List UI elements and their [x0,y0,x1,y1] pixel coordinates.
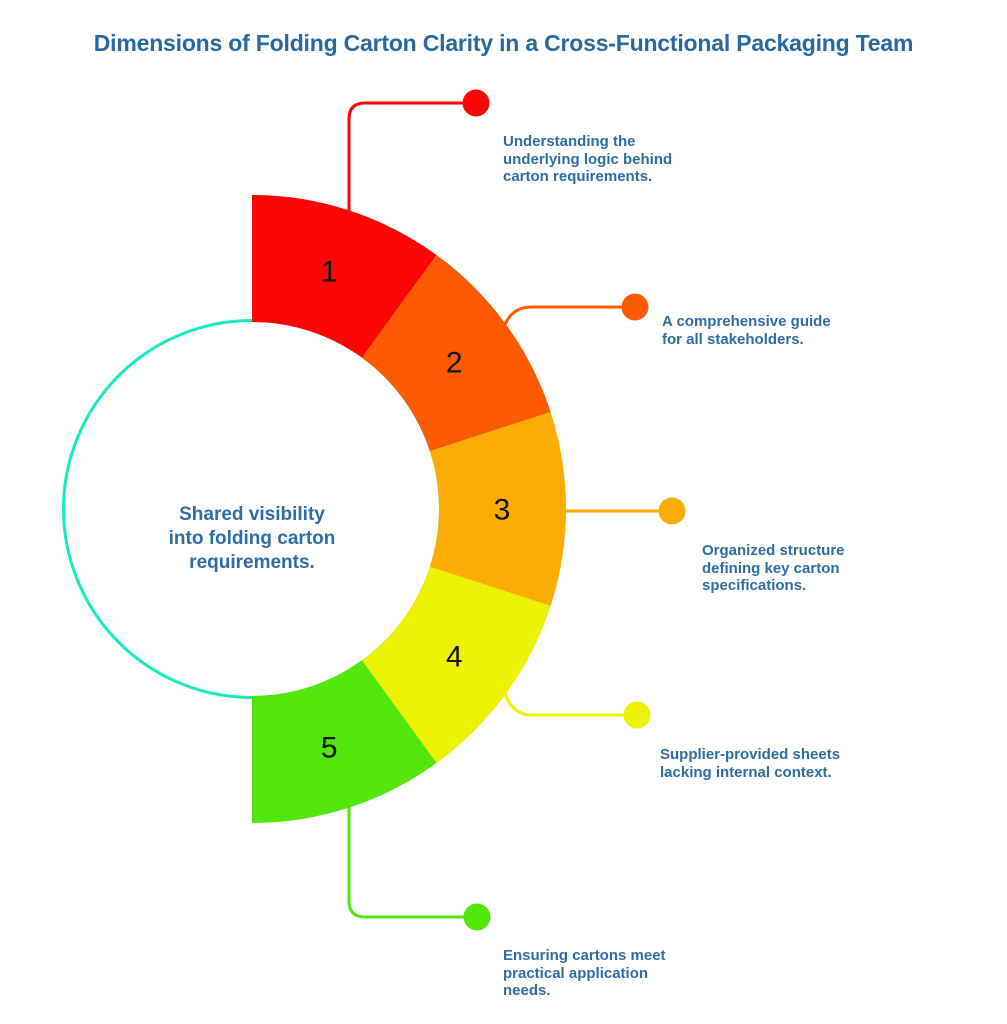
connector-dot-2 [621,293,649,321]
page-title: Dimensions of Folding Carton Clarity in … [93,30,914,56]
connector-dot-3 [658,497,686,525]
segment-arc-1 [252,195,437,358]
segment-number-3: 3 [494,494,511,527]
callout-text-1: Understanding the underlying logic behin… [503,133,673,186]
segment-number-2: 2 [446,347,463,380]
connector-line-5 [347,805,465,919]
connector-line-1 [347,101,465,213]
connector-dot-5 [463,903,491,931]
callout-text-2: A comprehensive guide for all stakeholde… [662,313,831,348]
segment-number-1: 1 [321,256,338,289]
callout-text-3: Organized structure defining key carton … [702,542,845,595]
segment-arc-5 [252,660,437,823]
connector-line-4 [503,691,625,717]
connector-dot-4 [623,701,651,729]
connector-dot-1 [462,89,490,117]
callout-text-5: Ensuring cartons meet practical applicat… [503,947,666,1000]
segment-arc-2 [361,254,551,452]
segment-number-5: 5 [321,731,338,764]
segment-arc-4 [361,566,551,764]
center-label: Shared visibility into folding carton re… [168,504,336,573]
segment-number-4: 4 [446,640,463,673]
callout-text-4: Supplier-provided sheets lacking interna… [660,746,841,781]
segment-arc-3 [429,411,567,607]
connector-line-2 [503,305,623,327]
